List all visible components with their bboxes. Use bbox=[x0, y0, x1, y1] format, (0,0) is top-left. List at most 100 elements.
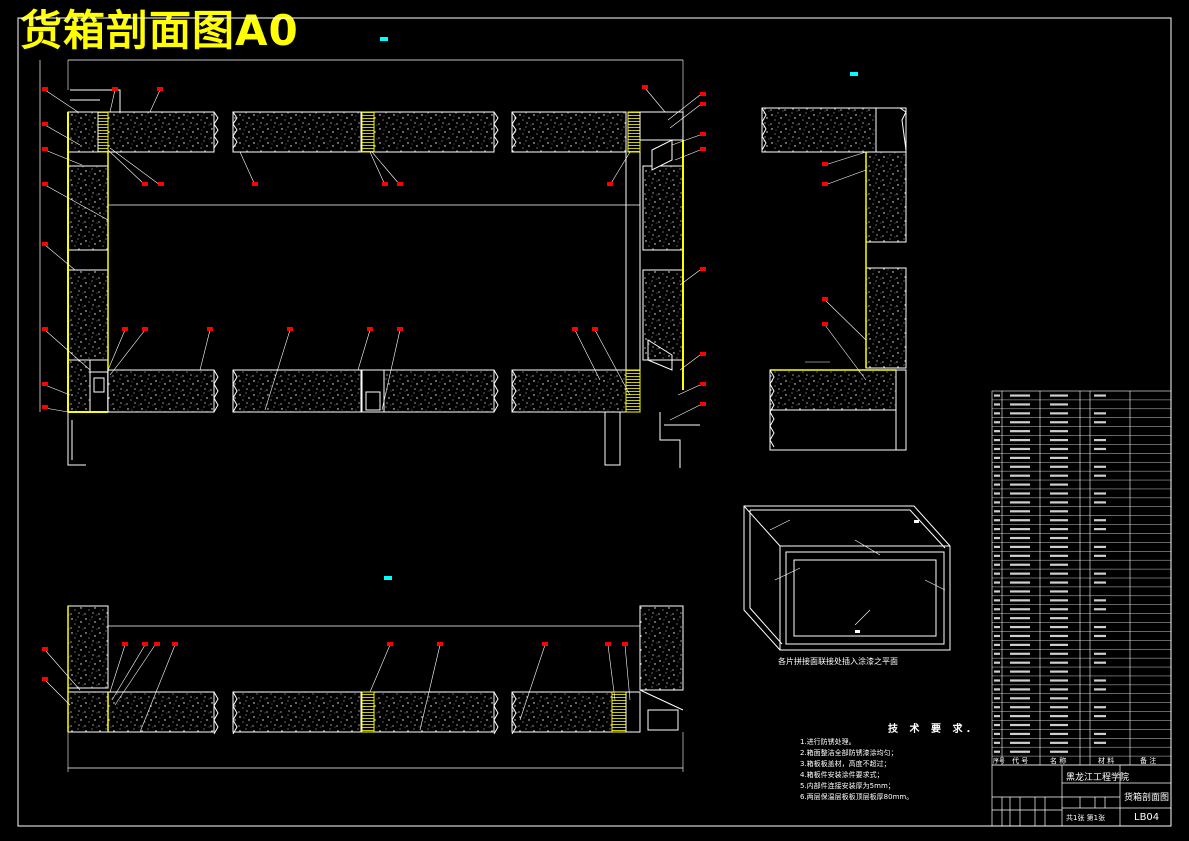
table-cell-text bbox=[994, 510, 1000, 513]
iso-caption: 各片拼接面联接处插入涂漆之平面 bbox=[778, 657, 898, 666]
table-cell-text bbox=[1010, 447, 1030, 451]
table-cell-text bbox=[1094, 608, 1106, 611]
table-cell-text bbox=[994, 697, 1000, 700]
table-cell-text bbox=[1050, 634, 1068, 638]
table-cell-text bbox=[994, 483, 1000, 486]
table-cell-text bbox=[1094, 652, 1106, 655]
table-cell-text bbox=[994, 670, 1000, 673]
table-cell-text bbox=[1010, 697, 1030, 700]
table-cell-text bbox=[1010, 634, 1030, 638]
table-cell-text bbox=[1050, 732, 1068, 736]
table-cell-text bbox=[1050, 688, 1068, 691]
drawing-number: LB04 bbox=[1134, 812, 1160, 823]
table-cell-text bbox=[1010, 501, 1030, 504]
table-cell-text bbox=[1010, 456, 1030, 459]
table-cell-text bbox=[1050, 608, 1068, 611]
table-cell-text bbox=[1010, 492, 1030, 495]
table-cell-text bbox=[1050, 501, 1068, 504]
tech-req-item: 5.内部件连接安装厚为5mm； bbox=[800, 782, 895, 790]
table-cell-text bbox=[1010, 652, 1030, 655]
table-cell-text bbox=[994, 652, 1000, 655]
table-cell-text bbox=[1010, 715, 1030, 718]
table-cell-text bbox=[1010, 670, 1030, 673]
table-cell-text bbox=[1050, 661, 1068, 664]
table-cell-text bbox=[1050, 421, 1068, 424]
table-cell-text bbox=[1050, 447, 1068, 451]
table-cell-text bbox=[1010, 572, 1030, 575]
table-cell-text bbox=[994, 706, 1000, 709]
table-cell-text bbox=[1050, 536, 1068, 540]
col-header-code: 代 号 bbox=[1012, 757, 1029, 765]
table-cell-text bbox=[1050, 545, 1068, 549]
table-cell-text bbox=[994, 625, 1000, 629]
table-cell-text bbox=[1050, 643, 1068, 646]
tech-req-item: 3.箱板板盖材，高度不超过； bbox=[800, 760, 891, 768]
sheet-count: 共1张 第1张 bbox=[1066, 814, 1106, 822]
col-header-name: 名 称 bbox=[1050, 757, 1067, 765]
table-cell-text bbox=[1050, 519, 1068, 522]
table-cell-text bbox=[1050, 438, 1068, 442]
table-cell-text bbox=[1094, 625, 1106, 629]
table-cell-text bbox=[1010, 483, 1030, 486]
table-cell-text bbox=[1050, 741, 1068, 744]
table-cell-text bbox=[994, 723, 1000, 727]
tech-req-heading: 技 术 要 求. bbox=[888, 724, 975, 735]
table-cell-text bbox=[1094, 501, 1106, 504]
table-cell-text bbox=[994, 608, 1000, 611]
table-cell-text bbox=[1010, 732, 1030, 736]
table-cell-text bbox=[994, 590, 1000, 593]
table-cell-text bbox=[994, 732, 1000, 736]
table-cell-text bbox=[1010, 706, 1030, 709]
table-cell-text bbox=[1010, 723, 1030, 727]
col-header-index: 序号 bbox=[993, 758, 1006, 765]
table-cell-text bbox=[1050, 474, 1068, 477]
table-cell-text bbox=[1010, 750, 1030, 753]
table-cell-text bbox=[1050, 412, 1068, 415]
technical-requirements: 技 术 要 求. 1.进行防锈处理。 2.箱面整洁全部防锈漆涂均匀； 3.箱板板… bbox=[800, 724, 974, 803]
tech-req-item: 4.箱板件安装涂件要求式； bbox=[800, 771, 884, 779]
table-cell-text bbox=[1050, 617, 1068, 620]
table-cell-text bbox=[994, 536, 1000, 540]
table-cell-text bbox=[1010, 528, 1030, 531]
table-cell-text bbox=[1010, 608, 1030, 611]
table-cell-text bbox=[1094, 394, 1106, 397]
table-cell-text bbox=[1050, 528, 1068, 531]
tech-req-item: 2.箱面整洁全部防锈漆涂均匀； bbox=[800, 749, 898, 757]
table-cell-text bbox=[1094, 412, 1106, 415]
table-cell-text bbox=[994, 447, 1000, 451]
table-cell-text bbox=[1010, 421, 1030, 424]
table-cell-text bbox=[1094, 706, 1106, 709]
table-cell-text bbox=[994, 519, 1000, 522]
table-cell-text bbox=[1010, 563, 1030, 566]
table-cell-text bbox=[1050, 706, 1068, 709]
table-cell-text bbox=[994, 465, 1000, 468]
table-cell-text bbox=[994, 438, 1000, 442]
table-cell-text bbox=[1094, 474, 1106, 477]
table-cell-text bbox=[994, 554, 1000, 557]
section-markers bbox=[380, 37, 858, 580]
table-cell-text bbox=[994, 750, 1000, 753]
table-cell-text bbox=[994, 394, 1000, 397]
table-cell-text bbox=[994, 617, 1000, 620]
table-cell-text bbox=[1050, 403, 1068, 406]
table-cell-text bbox=[1050, 652, 1068, 655]
table-cell-text bbox=[994, 563, 1000, 566]
title-block bbox=[991, 764, 1172, 827]
table-cell-text bbox=[1010, 643, 1030, 646]
table-cell-text bbox=[994, 643, 1000, 646]
table-cell-text bbox=[994, 715, 1000, 718]
table-cell-text bbox=[1050, 679, 1068, 682]
table-cell-text bbox=[1094, 554, 1106, 557]
table-cell-text bbox=[1094, 465, 1106, 468]
table-cell-text bbox=[1050, 625, 1068, 629]
table-cell-text bbox=[1050, 670, 1068, 673]
table-cell-text bbox=[994, 741, 1000, 744]
table-cell-text bbox=[1050, 430, 1068, 433]
table-cell-text bbox=[994, 688, 1000, 691]
table-cell-text bbox=[1094, 688, 1106, 691]
table-cell-text bbox=[1094, 492, 1106, 495]
table-cell-text bbox=[1094, 741, 1106, 744]
table-cell-text bbox=[1094, 679, 1106, 682]
table-cell-text bbox=[1010, 438, 1030, 442]
table-cell-text bbox=[994, 599, 1000, 602]
